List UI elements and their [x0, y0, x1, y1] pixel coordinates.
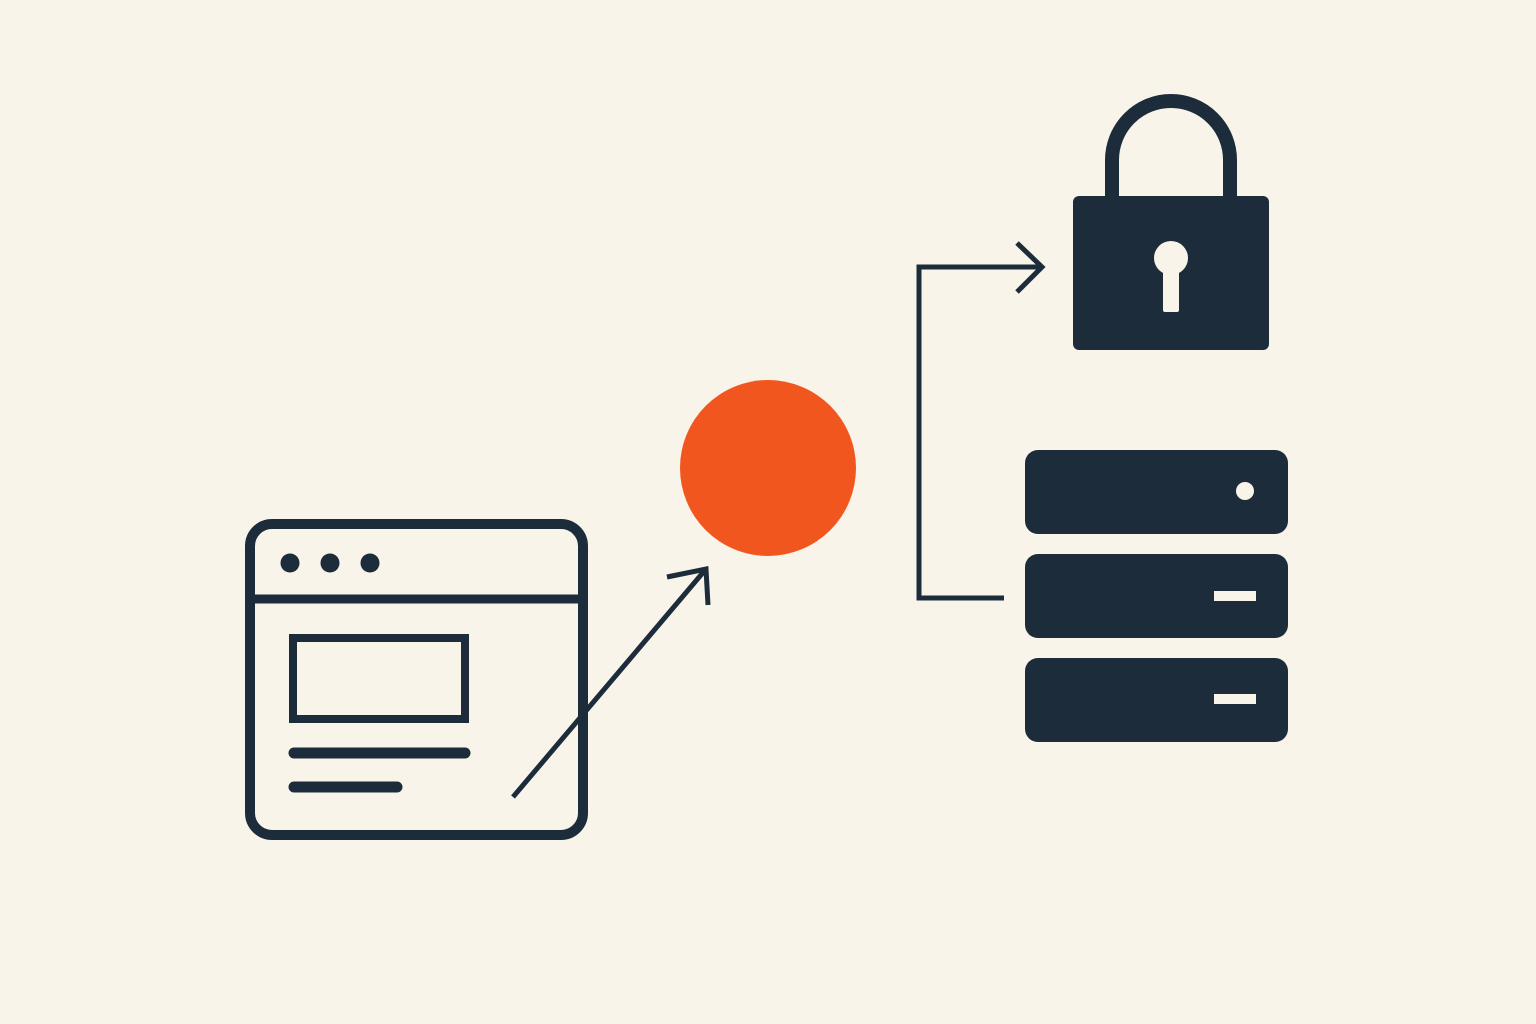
elbow-line: [916, 264, 1041, 601]
window-dot-3: [360, 553, 380, 573]
keyhole-slot: [1163, 262, 1179, 312]
orange-circle-node: [680, 380, 856, 556]
arrow-shaft: [511, 567, 708, 799]
browser-frame: [245, 519, 588, 840]
server-unit-3-indicator: [1214, 694, 1256, 704]
window-dot-2: [320, 553, 340, 573]
server-unit-3: [1025, 658, 1288, 742]
arrow-head: [666, 565, 711, 606]
server-unit-1: [1025, 450, 1288, 534]
server-stack-icon: [1025, 450, 1288, 742]
window-dot-1: [280, 553, 300, 573]
server-unit-2: [1025, 554, 1288, 638]
server-unit-1-indicator: [1236, 482, 1254, 500]
keyhole-circle: [1154, 241, 1188, 275]
content-image-box: [289, 634, 469, 723]
server-to-lock-connector: [916, 241, 1046, 601]
browser-to-node-arrow: [511, 565, 711, 799]
browser-window-icon: [245, 519, 588, 840]
server-unit-2-indicator: [1214, 591, 1256, 601]
padlock-shackle: [1105, 94, 1237, 200]
elbow-arrow-head: [1015, 241, 1046, 294]
padlock-icon: [1073, 94, 1269, 350]
